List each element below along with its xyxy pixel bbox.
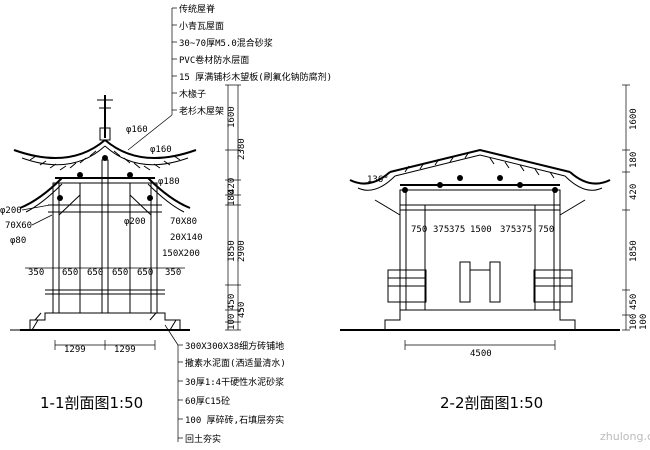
dim-v-450b: 450 (237, 302, 247, 318)
dim2-v-420: 420 (629, 184, 639, 200)
diameter-label-phi180: φ180 (158, 177, 180, 187)
member-label-20x140: 20X140 (170, 233, 203, 243)
dim2-v-180: 180 (629, 152, 639, 168)
roof-notes: 传统屋脊 小青瓦屋面 30~70厚M5.0混合砂浆 PVC卷材防水层面 15 厚… (127, 3, 332, 151)
diameter-label-phi200: φ200 (124, 217, 146, 227)
dim2-bottom-4500: 4500 (470, 349, 492, 359)
dim-v-1600: 1600 (227, 106, 237, 128)
section-1-drawing (10, 95, 197, 331)
dim-bottom-1299b: 1299 (114, 345, 136, 355)
dim-v-2380: 2380 (237, 138, 247, 160)
roof-note-2: 30~70厚M5.0混合砂浆 (179, 37, 273, 49)
dim2-v-1600: 1600 (629, 108, 639, 130)
dim2-h-1500: 1500 (470, 225, 492, 235)
floor-note-1: 撒素水泥面(洒适量清水) (185, 357, 286, 369)
dim-h-650d: 650 (137, 268, 153, 278)
floor-note-3: 60厚C15砼 (185, 395, 230, 407)
diameter-label-phi160b: φ160 (150, 145, 172, 155)
floor-note-4: 100 厚碎砖,石填层夯实 (185, 414, 284, 426)
roof-note-6: 老杉木屋架 (179, 105, 224, 117)
section-1-dimensions: 1600 2380 420 180 1850 2900 450 450 100 … (0, 84, 247, 355)
floor-notes: 300X300X38细方砖铺地 撒素水泥面(洒适量清水) 30厚1:4干硬性水泥… (164, 324, 286, 445)
dim2-v-100b: 100 (639, 314, 649, 330)
dim2-v-1850: 1850 (629, 240, 639, 262)
roof-note-0: 传统屋脊 (179, 3, 215, 15)
dim2-v-450: 450 (629, 294, 639, 310)
dim2-h-375c: 375 (500, 225, 516, 235)
dim-v-420: 420 (227, 178, 237, 194)
member-label-150x200: 150X200 (162, 249, 200, 259)
roof-note-1: 小青瓦屋面 (179, 20, 224, 32)
roof-note-5: 木椽子 (179, 88, 206, 100)
member-label-phi80: φ80 (10, 236, 26, 246)
dim2-h-375d: 375 (516, 225, 532, 235)
roof-note-4: 15 厚满铺杉木望板(刷氟化钠防腐剂) (179, 71, 332, 83)
dim-h-650c: 650 (112, 268, 128, 278)
member-label-70x80: 70X80 (170, 217, 197, 227)
member-label-phi200: φ200 (0, 206, 22, 216)
floor-note-2: 30厚1:4干硬性水泥砂浆 (185, 376, 284, 388)
roof-note-3: PVC卷材防水层面 (179, 54, 249, 66)
dim2-h-375b: 375 (449, 225, 465, 235)
watermark: zhulong.com (600, 430, 650, 443)
diameter-label-phi160a: φ160 (126, 125, 148, 135)
dim2-h-750a: 750 (411, 225, 427, 235)
floor-note-5: 回土夯实 (185, 433, 221, 445)
section-2-title: 2-2剖面图1:50 (440, 394, 543, 412)
angle-label: 136° (367, 175, 389, 185)
dim-v-100: 100 (227, 314, 237, 330)
watermark-text: zhulong.com (600, 430, 650, 443)
dim-h-350b: 350 (165, 268, 181, 278)
dim-v-180: 180 (227, 190, 237, 206)
dim-v-1850: 1850 (227, 240, 237, 262)
dim2-h-375a: 375 (433, 225, 449, 235)
section-2-dimensions: 1600 180 420 1850 450 100 100 750 375 37… (367, 84, 649, 359)
member-label-70x60: 70X60 (5, 221, 32, 231)
dim-h-650a: 650 (62, 268, 78, 278)
dim-v-450: 450 (227, 294, 237, 310)
section-1-title: 1-1剖面图1:50 (40, 394, 143, 412)
dim2-v-100a: 100 (629, 314, 639, 330)
dim-v-2900: 2900 (237, 240, 247, 262)
dim-h-350: 350 (28, 268, 44, 278)
section-2-drawing (340, 148, 620, 331)
dim2-h-750b: 750 (538, 225, 554, 235)
dim-h-650b: 650 (87, 268, 103, 278)
floor-note-0: 300X300X38细方砖铺地 (185, 340, 284, 352)
dim-bottom-1299a: 1299 (64, 345, 86, 355)
